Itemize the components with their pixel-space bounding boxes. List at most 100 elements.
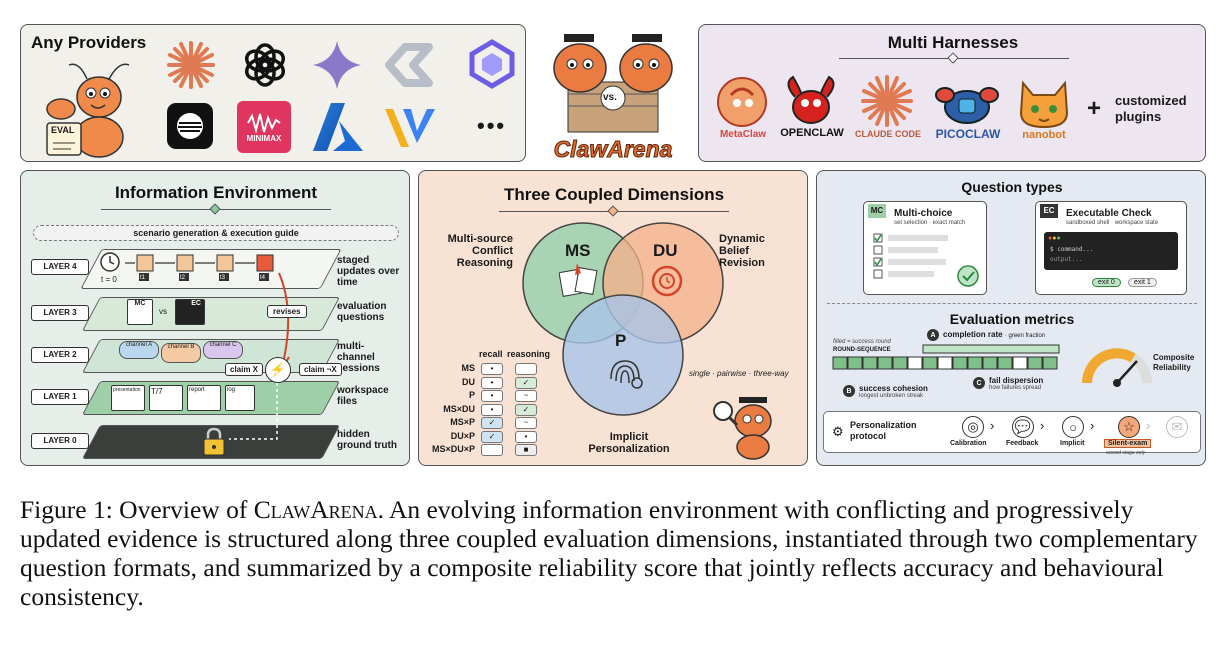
- channel-b-label: channel B: [168, 344, 195, 350]
- step-implicit: Implicit: [1060, 440, 1085, 447]
- minimax-logo-icon: MINIMAX: [237, 101, 291, 153]
- dim-row-reasoning: ■: [515, 444, 537, 456]
- layer0-tag: LAYER 0: [31, 433, 89, 449]
- layer2-tag: LAYER 2: [31, 347, 89, 363]
- azure-logo-icon: [311, 101, 365, 153]
- dim-row-recall: ✓: [481, 431, 503, 443]
- ec-question-card: EC Executable Check sandboxed shell · wo…: [1035, 201, 1187, 295]
- channel-a-bubble: channel A: [119, 341, 159, 359]
- file-card-3-label: report: [189, 387, 205, 393]
- nanobot-logo-icon: [1015, 73, 1073, 131]
- harness-label-metaclaw: MetaClaw: [713, 129, 773, 140]
- mc-card: MC: [127, 299, 153, 325]
- terminal-command: $ command...: [1050, 246, 1093, 253]
- mc-badge: MC: [868, 204, 886, 218]
- round-cell: [938, 357, 952, 369]
- venn-diagram: [499, 215, 739, 435]
- venn-du: DU: [653, 241, 678, 261]
- ec-subtitle: sandboxed shell · workspace state: [1066, 220, 1158, 226]
- dim-row-recall: •: [481, 377, 503, 389]
- timeline-t1: t1: [140, 275, 145, 281]
- questions-title: Question types: [817, 179, 1206, 195]
- file-card-2-label: T/7: [151, 387, 163, 396]
- arena-ring-icon: [536, 22, 690, 140]
- claim-notx-text: claim ¬X: [304, 365, 337, 374]
- file-card-2: T/7: [149, 385, 183, 411]
- silent-exam-icon: ☆: [1118, 416, 1140, 438]
- layer4-label: staged updates over time: [337, 255, 401, 288]
- step-calibration: Calibration: [950, 440, 987, 447]
- dim-row-reasoning: •: [515, 431, 537, 443]
- dims-title: Three Coupled Dimensions: [419, 185, 808, 205]
- lock-icon: [201, 427, 227, 457]
- dim-row-name: P: [421, 390, 475, 400]
- openclaw-logo-icon: [781, 73, 841, 131]
- harnesses-title: Multi Harnesses: [699, 33, 1206, 53]
- channel-b-bubble: channel B: [161, 343, 201, 363]
- round-cell: [953, 357, 967, 369]
- providers-panel: Any Providers EVAL: [20, 24, 526, 162]
- mc-title: Multi-choice: [894, 208, 952, 219]
- exit0-pill: exit 0: [1092, 278, 1121, 287]
- table-header-recall: recall: [479, 349, 503, 359]
- dims-note: single · pairwise · three-way: [689, 369, 789, 378]
- ms-label: Multi-source Conflict Reasoning: [433, 233, 513, 269]
- eval-badge: EVAL: [51, 125, 74, 135]
- harness-label-nanobot: nanobot: [1011, 129, 1077, 141]
- fingerprint-icon: [605, 355, 645, 391]
- round-cell: [923, 357, 937, 369]
- terminal-window: ●●● $ command... output...: [1044, 232, 1178, 270]
- claim-notx-tag: claim ¬X: [299, 363, 342, 376]
- file-card-1: presentation: [111, 385, 145, 411]
- success-cohesion-sub: longest unbroken streak: [859, 393, 923, 399]
- round-cell: [908, 357, 922, 369]
- dims-panel: Three Coupled Dimensions MS DU P Multi-s…: [418, 170, 808, 466]
- dim-row-recall: •: [481, 390, 503, 402]
- providers-title: Any Providers: [31, 33, 146, 53]
- mc-options-icon: [872, 232, 982, 290]
- round-cell: [848, 357, 862, 369]
- channel-c-label: channel C: [209, 342, 236, 348]
- completion-bar: [923, 345, 1059, 353]
- silent-exam-tag: Silent-exam: [1104, 439, 1151, 448]
- info-env-title: Information Environment: [21, 183, 410, 203]
- round-cell: [998, 357, 1012, 369]
- cohere-logo-icon: [167, 103, 213, 149]
- dim-row-name: MS×P: [421, 417, 475, 427]
- qwen-logo-icon: [467, 39, 517, 89]
- revision-cycle-icon: [649, 263, 685, 299]
- mc-card-label: MC: [135, 300, 146, 307]
- dim-row-reasoning: ~: [515, 390, 537, 402]
- vertex-logo-icon: [383, 103, 437, 151]
- marker-a-icon: A: [927, 329, 939, 341]
- file-card-1-label: presentation: [113, 387, 141, 393]
- mail-icon: ✉: [1166, 416, 1188, 438]
- chevron-right-icon: ›: [1146, 418, 1150, 433]
- arena-title: ClawArena: [536, 136, 690, 163]
- dim-row-name: MS: [421, 363, 475, 373]
- dim-row-reasoning: [515, 363, 537, 375]
- chevron-right-icon: ›: [990, 418, 994, 433]
- harness-label-claude-code: CLAUDE CODE: [853, 129, 923, 139]
- lobster-mascot-icon: [39, 57, 149, 161]
- dim-row-reasoning: ✓: [515, 404, 537, 416]
- dim-row-reasoning: ~: [515, 417, 537, 429]
- ec-card-label: EC: [191, 300, 201, 307]
- anthropic-logo-icon: [165, 39, 217, 91]
- harnesses-panel: Multi Harnesses MetaClaw OPENCLAW CLAUDE…: [698, 24, 1206, 162]
- harnesses-diamond: [947, 52, 958, 63]
- arena-vs: vs.: [603, 92, 617, 103]
- fail-dispersion-sub: how failures spread: [989, 385, 1041, 391]
- implicit-icon: ○: [1062, 416, 1084, 438]
- layer2-label: multi-channel sessions: [337, 341, 401, 374]
- gemini-logo-icon: [311, 39, 363, 91]
- info-env-diamond: [209, 203, 220, 214]
- dim-row-recall: •: [481, 404, 503, 416]
- file-card-3: report: [187, 385, 221, 411]
- metaclaw-logo-icon: [713, 73, 771, 131]
- more-providers: •••: [477, 113, 506, 139]
- composite-reliability: Composite Reliability: [1153, 353, 1203, 373]
- dim-row-name: MS×DU×P: [421, 444, 475, 454]
- ec-badge: EC: [1040, 204, 1058, 218]
- marker-c-icon: C: [973, 377, 985, 389]
